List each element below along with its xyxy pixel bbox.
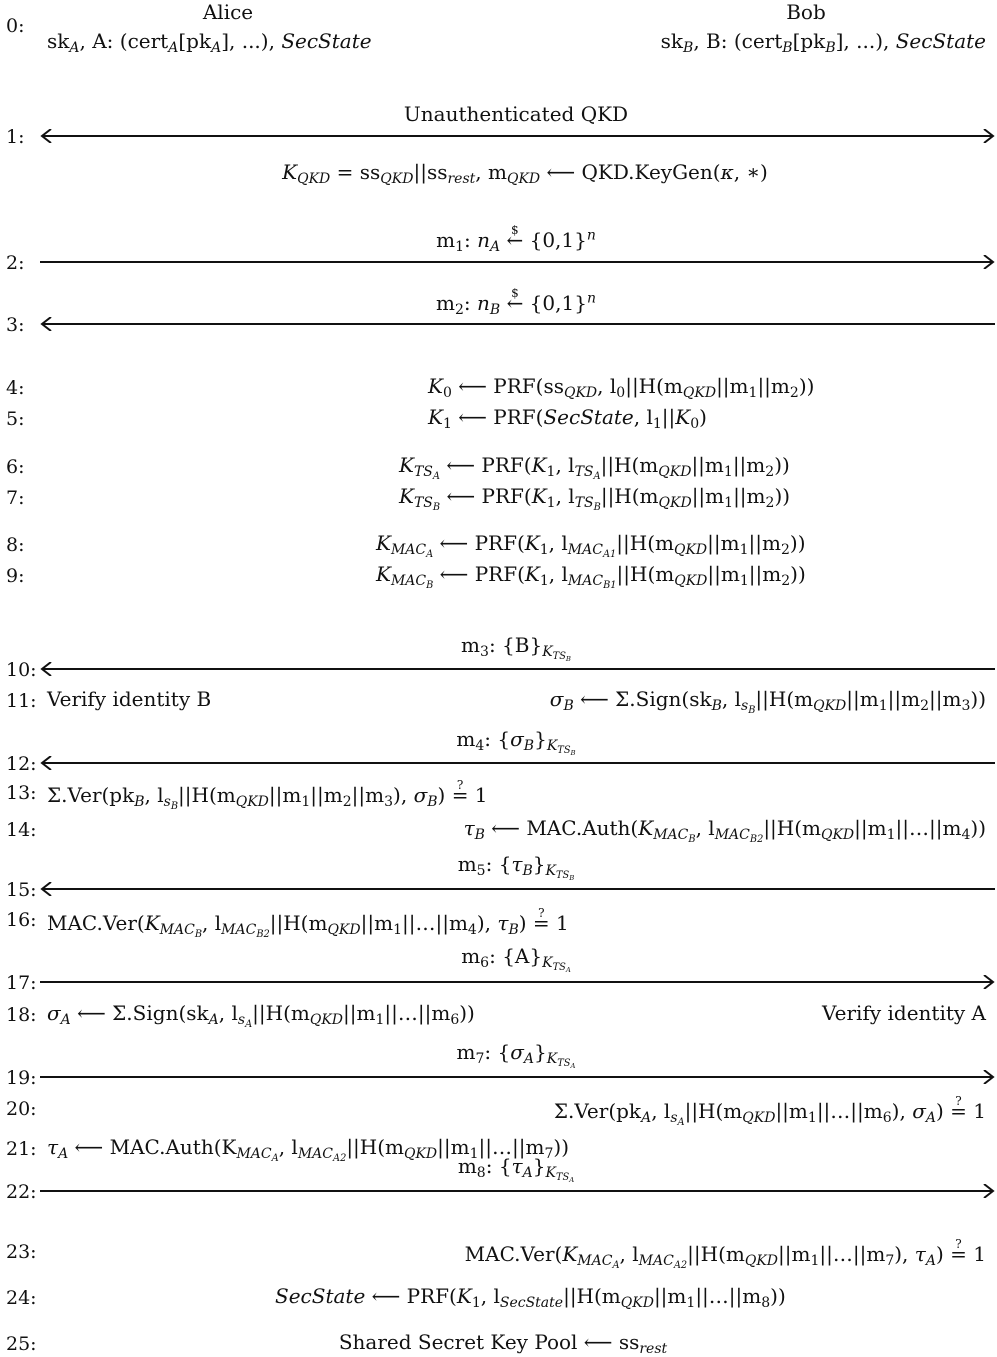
line-number: 4: — [6, 377, 25, 399]
line-number: 18: — [6, 1004, 37, 1026]
line-number: 10: — [6, 659, 37, 681]
alice-initial-state: skA, A: (certA[pkA], ...), SecState — [47, 29, 372, 57]
arrow-step-3 — [40, 317, 995, 331]
arrow-step-1 — [40, 129, 995, 143]
shared-key-pool: Shared Secret Key Pool ⟵ ssrest — [338, 1330, 668, 1357]
derive-k0: K0 ⟵ PRF(ssQKD, l0||H(mQKD||m1||m2)) — [428, 374, 815, 402]
line-number: 16: — [6, 909, 37, 931]
alice-mac-auth: τA ⟵ MAC.Auth(KMACA, lMACA2||H(mQKD||m1|… — [47, 1135, 569, 1165]
line-number: 23: — [6, 1241, 37, 1263]
line-number: 17: — [6, 972, 37, 994]
arrow-step-19 — [40, 1070, 995, 1084]
bob-initial-state: skB, B: (certB[pkB], ...), SecState — [660, 29, 986, 57]
line-number: 1: — [6, 126, 25, 148]
alice-sign: σA ⟵ Σ.Sign(skA, lsA||H(mQKD||m1||…||m6)… — [47, 1001, 475, 1031]
qkd-label: Unauthenticated QKD — [403, 102, 629, 126]
bob-mac-verify: MAC.Ver(KMACA, lMACA2||H(mQKD||m1||…||m7… — [464, 1236, 986, 1272]
line-number: 9: — [6, 565, 25, 587]
update-secstate: SecState ⟵ PRF(K1, lSecState||H(mQKD||m1… — [275, 1284, 786, 1312]
line-number: 20: — [6, 1098, 37, 1120]
derive-kts-b: KTSB ⟵ PRF(K1, lTSB||H(mQKD||m1||m2)) — [399, 484, 791, 514]
bob-verify-signature-a: Σ.Ver(pkA, lsA||H(mQKD||m1||…||m6), σA) … — [553, 1093, 986, 1129]
message-m6: m6: {A}KTSA — [461, 944, 571, 975]
verify-identity-b: Verify identity B — [47, 687, 212, 711]
message-m2: m2: nB ←$ {0,1}n — [436, 285, 596, 319]
derive-kmac-a: KMACA ⟵ PRF(K1, lMACA1||H(mQKD||m1||m2)) — [376, 531, 806, 561]
line-number: 12: — [6, 753, 37, 775]
derive-kmac-b: KMACB ⟵ PRF(K1, lMACB1||H(mQKD||m1||m2)) — [376, 562, 806, 592]
line-number: 6: — [6, 456, 25, 478]
party-alice-name: Alice — [202, 0, 254, 24]
arrow-step-15 — [40, 882, 995, 896]
arrow-step-17 — [40, 975, 995, 989]
bob-sign: σB ⟵ Σ.Sign(skB, lsB||H(mQKD||m1||m2||m3… — [549, 687, 986, 717]
line-number: 8: — [6, 534, 25, 556]
message-m7: m7: {σA}KTSA — [456, 1040, 576, 1071]
message-m5: m5: {τB}KTSB — [457, 852, 575, 883]
alice-mac-verify: MAC.Ver(KMACB, lMACB2||H(mQKD||m1||…||m4… — [47, 905, 569, 941]
line-number: 14: — [6, 819, 37, 841]
line-number: 0: — [6, 15, 25, 37]
line-number: 13: — [6, 782, 37, 804]
message-m4: m4: {σB}KTSB — [456, 727, 576, 758]
line-number: 11: — [6, 690, 37, 712]
derive-kts-a: KTSA ⟵ PRF(K1, lTSA||H(mQKD||m1||m2)) — [399, 453, 790, 483]
derive-k1: K1 ⟵ PRF(SecState, l1||K0) — [428, 405, 707, 433]
qkd-keygen: KQKD = ssQKD||ssrest, mQKD ⟵ QKD.KeyGen(… — [282, 160, 768, 188]
party-bob-name: Bob — [786, 0, 826, 24]
line-number: 25: — [6, 1333, 37, 1355]
arrow-step-22 — [40, 1184, 995, 1198]
line-number: 15: — [6, 879, 37, 901]
arrow-step-12 — [40, 756, 995, 770]
line-number: 2: — [6, 252, 25, 274]
line-number: 5: — [6, 408, 25, 430]
line-number: 21: — [6, 1138, 37, 1160]
verify-identity-a: Verify identity A — [822, 1001, 986, 1025]
bob-mac-auth: τB ⟵ MAC.Auth(KMACB, lMACB2||H(mQKD||m1|… — [463, 816, 986, 846]
line-number: 3: — [6, 314, 25, 336]
arrow-step-10 — [40, 662, 995, 676]
arrow-step-2 — [40, 255, 995, 269]
line-number: 19: — [6, 1067, 37, 1089]
alice-verify-signature-b: Σ.Ver(pkB, lsB||H(mQKD||m1||m2||m3), σB)… — [47, 777, 488, 813]
message-m8: m8: {τA}KTSA — [457, 1154, 575, 1185]
line-number: 7: — [6, 487, 25, 509]
line-number: 24: — [6, 1287, 37, 1309]
message-m3: m3: {B}KTSB — [461, 633, 571, 664]
line-number: 22: — [6, 1181, 37, 1203]
message-m1: m1: nA ←$ {0,1}n — [436, 222, 596, 256]
